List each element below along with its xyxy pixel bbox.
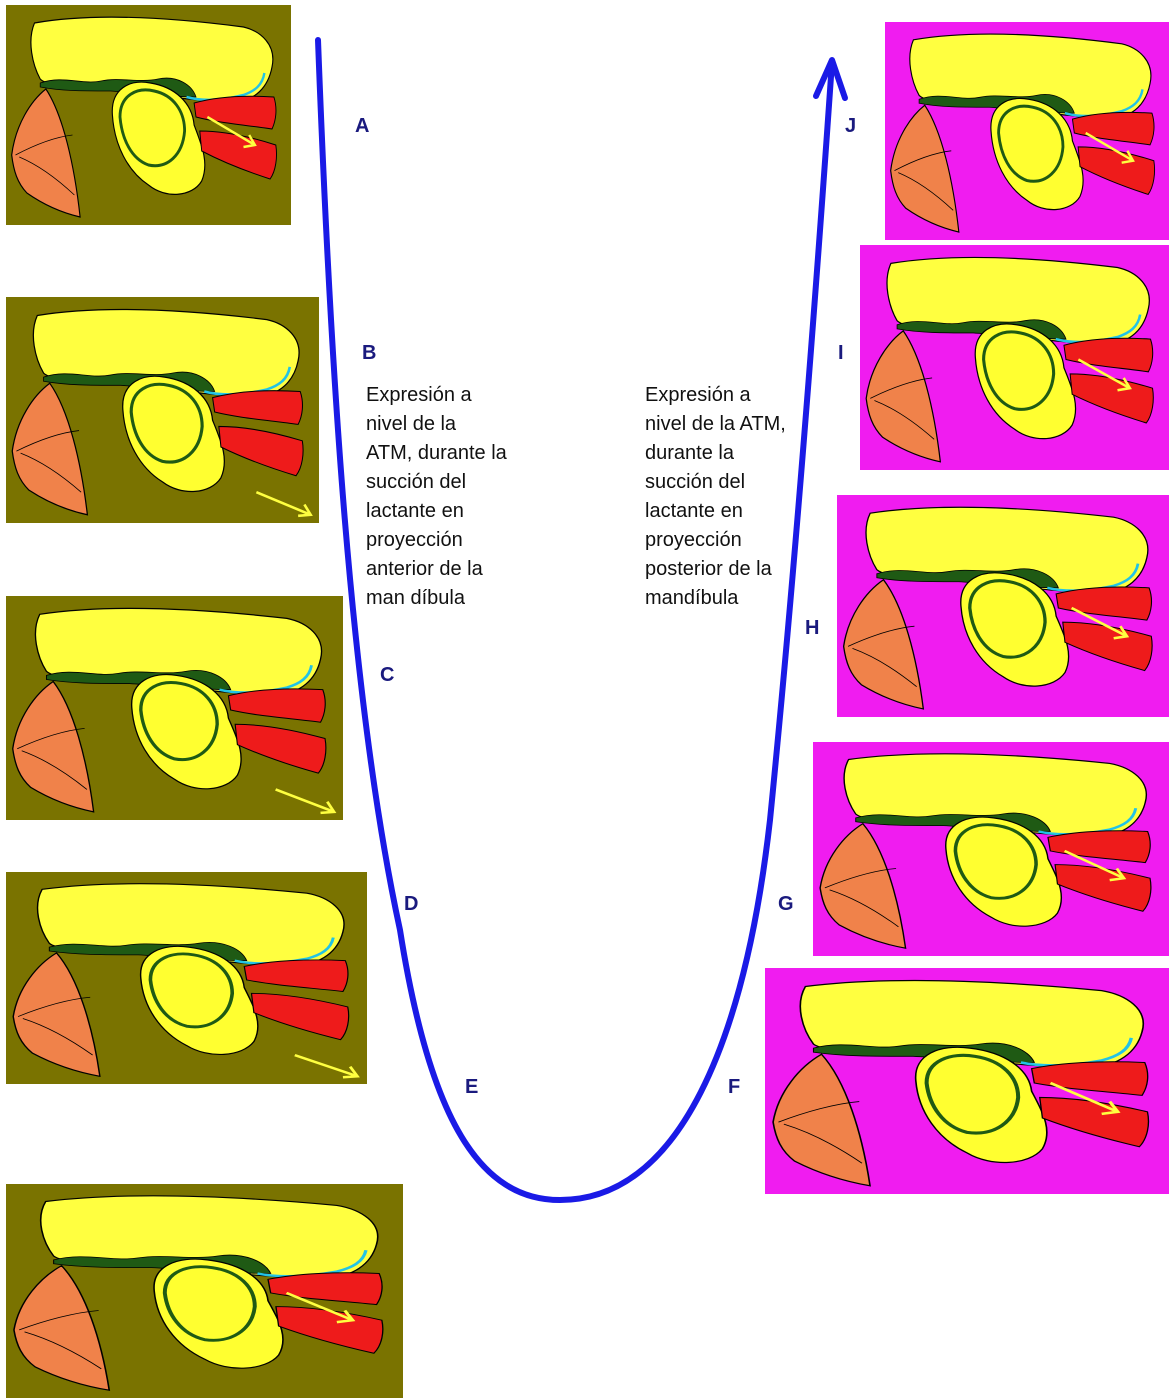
tmj-illustration xyxy=(6,297,319,523)
panel-right-5 xyxy=(765,968,1169,1194)
label-j: J xyxy=(845,115,856,138)
panel-left-3 xyxy=(6,596,343,820)
panel-right-2 xyxy=(860,245,1169,470)
tmj-illustration xyxy=(6,596,343,820)
label-d: D xyxy=(404,893,418,916)
panel-left-5 xyxy=(6,1184,403,1398)
caption-posterior: Expresión a nivel de la ATM, durante la … xyxy=(645,381,815,613)
tmj-illustration xyxy=(6,1184,403,1398)
tmj-illustration xyxy=(6,872,367,1084)
label-i: I xyxy=(838,342,844,365)
panel-left-2 xyxy=(6,297,319,523)
panel-right-3 xyxy=(837,495,1169,717)
label-b: B xyxy=(362,342,376,365)
tmj-illustration xyxy=(885,22,1169,240)
label-a: A xyxy=(355,115,369,138)
panel-left-4 xyxy=(6,872,367,1084)
panel-right-4 xyxy=(813,742,1169,956)
tmj-illustration xyxy=(765,968,1169,1194)
label-f: F xyxy=(728,1076,740,1099)
tmj-illustration xyxy=(837,495,1169,717)
tmj-illustration xyxy=(860,245,1169,470)
panel-right-1 xyxy=(885,22,1169,240)
tmj-illustration xyxy=(6,5,291,225)
label-c: C xyxy=(380,664,394,687)
label-h: H xyxy=(805,617,819,640)
label-e: E xyxy=(465,1076,478,1099)
label-g: G xyxy=(778,893,794,916)
tmj-illustration xyxy=(813,742,1169,956)
caption-anterior: Expresión a nivel de la ATM, durante la … xyxy=(366,381,541,613)
panel-left-1 xyxy=(6,5,291,225)
